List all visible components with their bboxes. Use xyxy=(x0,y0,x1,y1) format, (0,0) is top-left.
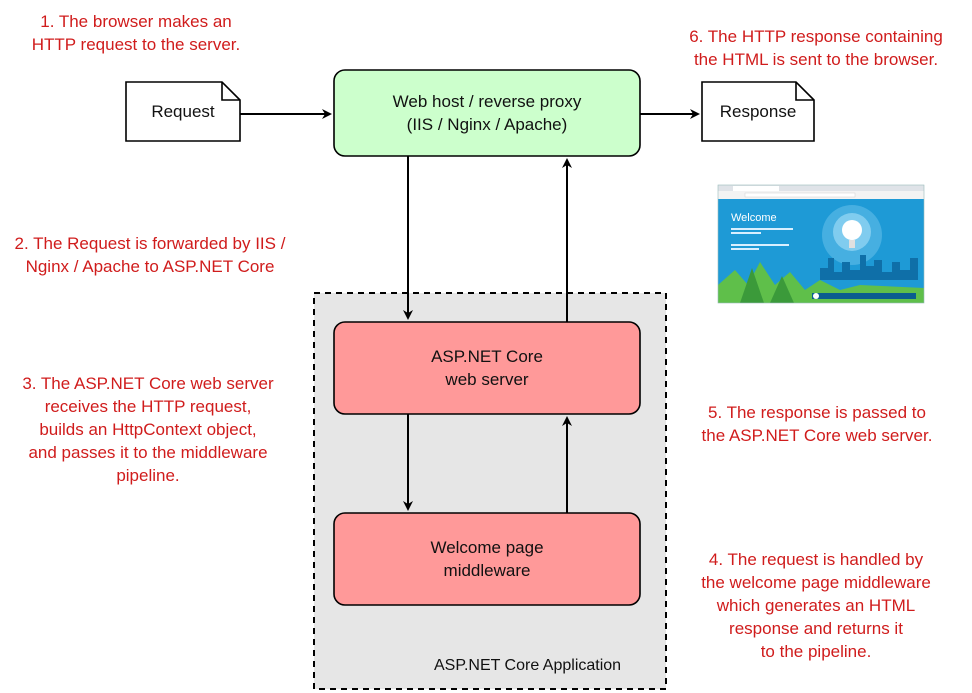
middleware-box xyxy=(333,512,641,606)
note-step-5: 5. The response is passed to the ASP.NET… xyxy=(701,403,933,445)
request-document xyxy=(125,81,241,142)
app-container-label: ASP.NET Core Application xyxy=(434,657,622,674)
note-step-4: 4. The request is handled by the welcome… xyxy=(701,550,931,661)
response-label: Response xyxy=(719,102,797,121)
browser-screenshot xyxy=(718,185,924,303)
middleware-label: Welcome page middleware xyxy=(430,538,544,580)
request-label: Request xyxy=(151,102,215,121)
note-step-1: 1. The browser makes an HTTP request to … xyxy=(31,12,241,54)
note-step-6: 6. The HTTP response containing the HTML… xyxy=(689,27,943,69)
webhost-label: Web host / reverse proxy (IIS / Nginx / … xyxy=(392,92,582,134)
screenshot-welcome-heading: Welcome xyxy=(731,212,777,224)
webserver-box xyxy=(333,321,641,415)
response-document xyxy=(701,81,815,142)
note-step-3: 3. The ASP.NET Core web server receives … xyxy=(22,374,274,485)
note-step-2: 2. The Request is forwarded by IIS / Ngi… xyxy=(14,234,286,276)
webserver-label: ASP.NET Core web server xyxy=(431,347,543,389)
